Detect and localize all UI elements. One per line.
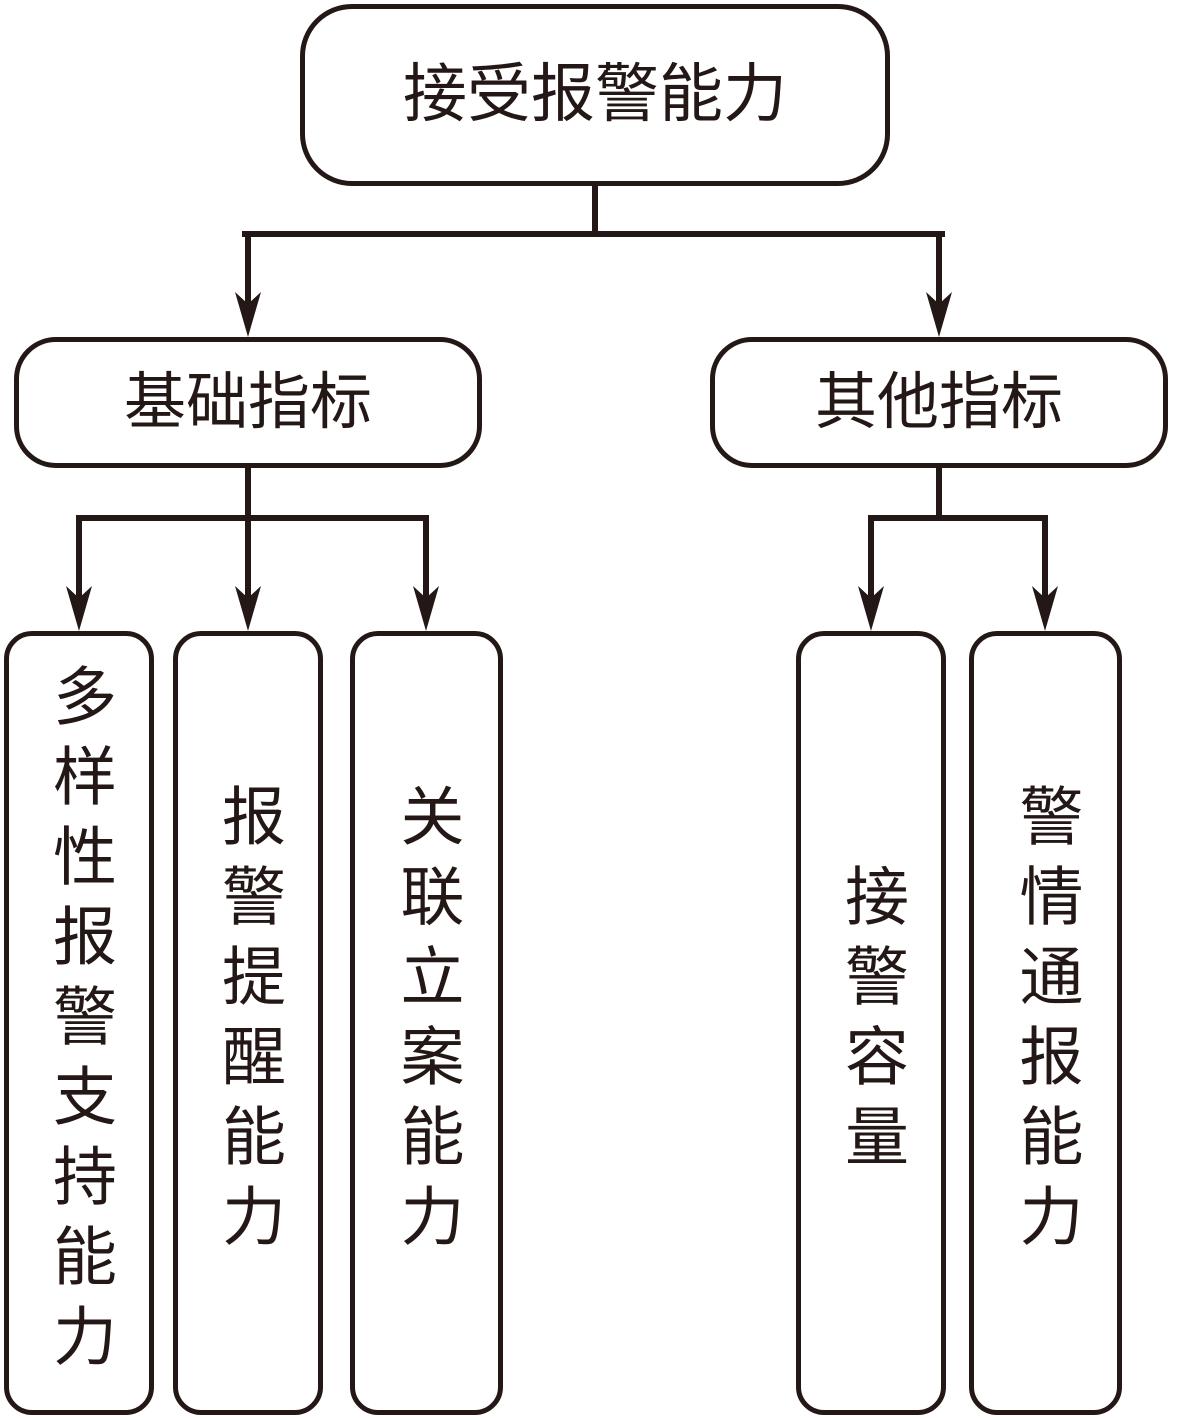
node-leaf-linked-case-filing-label: 关联立案能力	[391, 783, 463, 1263]
node-root: 接受报警能力	[300, 4, 890, 186]
node-basic-indicators-label: 基础指标	[123, 368, 372, 437]
connector-basic-to-leaves	[76, 463, 429, 601]
node-root-label: 接受报警能力	[403, 59, 787, 130]
node-leaf-alarm-reminder-label: 报警提醒能力	[213, 783, 284, 1263]
arrowhead-leaf-2	[235, 586, 261, 631]
arrowhead-leaf-3	[413, 586, 439, 631]
node-leaf-alarm-capacity: 接警容量	[796, 631, 946, 1415]
node-other-indicators-label: 其他指标	[814, 368, 1063, 437]
arrowhead-leaf-1	[66, 586, 92, 631]
node-leaf-alarm-notification: 警情通报能力	[969, 631, 1122, 1415]
node-other-indicators: 其他指标	[710, 337, 1168, 468]
arrowhead-leaf-4	[858, 586, 884, 631]
node-leaf-diverse-alarm-support: 多样性报警支持能力	[4, 631, 154, 1415]
connector-other-to-leaves	[868, 463, 1048, 601]
node-leaf-alarm-notification-label: 警情通报能力	[1010, 783, 1082, 1263]
node-basic-indicators: 基础指标	[14, 337, 482, 468]
node-leaf-alarm-capacity-label: 接警容量	[836, 863, 907, 1183]
node-leaf-linked-case-filing: 关联立案能力	[350, 631, 503, 1415]
arrowhead-other	[926, 292, 952, 337]
connector-root-to-branches	[242, 181, 945, 307]
arrowhead-basic	[235, 292, 261, 337]
arrowhead-leaf-5	[1032, 586, 1058, 631]
node-leaf-diverse-alarm-support-label: 多样性报警支持能力	[44, 663, 115, 1383]
node-leaf-alarm-reminder: 报警提醒能力	[173, 631, 323, 1415]
